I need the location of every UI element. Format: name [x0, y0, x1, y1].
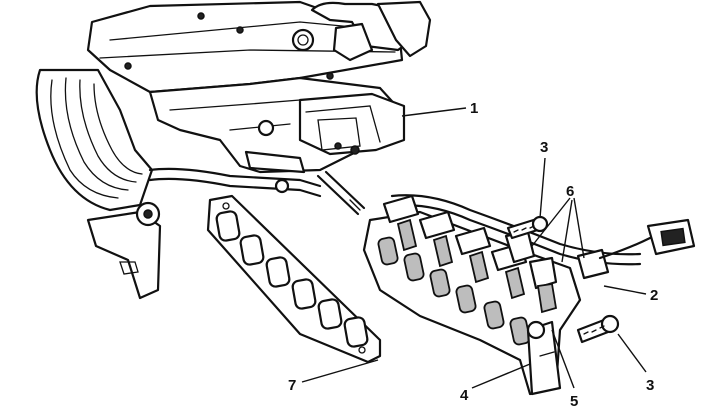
leader-3b [617, 333, 647, 373]
leader-2 [603, 285, 647, 295]
callout-1: 1 [470, 100, 478, 117]
leader-3a [539, 157, 546, 219]
callout-3-lower: 3 [646, 377, 654, 394]
leader-1 [401, 107, 467, 117]
callout-3-upper: 3 [540, 139, 548, 156]
manifold-gasket [206, 194, 382, 364]
leader-6c [573, 197, 585, 259]
callout-leaders [301, 107, 647, 389]
intake-manifold-assembly [35, 0, 432, 300]
bolt-lower [576, 314, 620, 344]
callout-6: 6 [566, 183, 574, 200]
callout-labels: 1 2 3 3 4 5 6 7 [288, 100, 658, 410]
leader-5 [551, 329, 575, 389]
leader-6b [561, 199, 573, 263]
injector-harness [382, 194, 696, 314]
callout-5: 5 [570, 393, 578, 410]
callout-4: 4 [460, 387, 469, 404]
callout-7: 7 [288, 377, 296, 394]
callout-2: 2 [650, 287, 658, 304]
leader-6a [531, 197, 571, 247]
leader-7 [301, 359, 379, 383]
leader-4 [471, 363, 531, 389]
